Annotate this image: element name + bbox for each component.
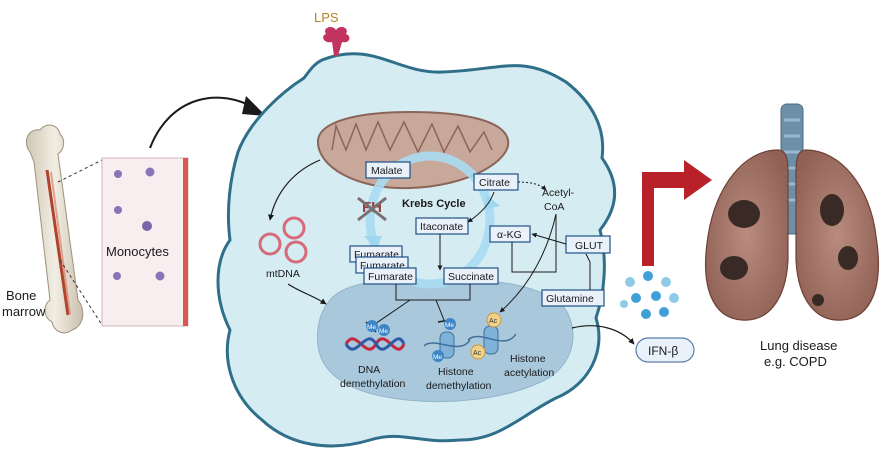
arrow-glutamine-link: [585, 253, 591, 290]
inhibit-fumarate: [395, 284, 471, 301]
bone-illustration: [25, 124, 84, 334]
svg-text:Fumarate: Fumarate: [368, 271, 413, 283]
glutamine-box: Glutamine: [541, 289, 605, 307]
svg-text:Malate: Malate: [371, 165, 403, 177]
red-arrow-to-lung: [642, 160, 712, 266]
methyl-tag-icon: [378, 324, 390, 336]
mtdna-label: mtDNA: [266, 268, 300, 280]
lps-receptor-icon: [323, 27, 350, 56]
monocytes-panel-edge: [183, 158, 188, 326]
arrow-monocytes-to-cell-head: [242, 96, 266, 116]
monocyte-cell: [114, 206, 122, 214]
histone-icon: [423, 331, 471, 359]
citrate-box: Citrate: [473, 173, 519, 191]
acetyl-tag-label: Ac: [489, 318, 498, 325]
lung-disease-label-line2: e.g. COPD: [764, 354, 827, 369]
methyl-tag-label: Me: [379, 328, 388, 335]
arrow-citrate-to-acetyl-coa: [517, 181, 547, 191]
arrow-alpha-kg-to-nucleus: [511, 214, 557, 273]
dna-demethylation-label-line2: demethylation: [340, 378, 406, 390]
lungs-illustration: [705, 103, 879, 321]
methyl-tag-icon: [366, 320, 378, 332]
methyl-tag-label: Me: [445, 322, 454, 329]
acetyl-coa-label-line1: Acetyl-: [542, 187, 575, 199]
zoom-line-top: [57, 159, 103, 183]
mtdna-circle: [282, 216, 306, 240]
krebs-cycle-label: Krebs Cycle: [402, 198, 466, 210]
svg-text:Itaconate: Itaconate: [420, 221, 463, 233]
monocytes-panel: [101, 157, 189, 327]
bone-marrow-label-line2: marrow: [2, 304, 46, 319]
acetyl-tag-icon: [486, 312, 502, 328]
monocyte-cell: [113, 272, 121, 280]
inhibit-line-dna: [371, 299, 411, 327]
histone-demethylation-label-line2: demethylation: [426, 380, 492, 392]
glut-box: GLUT: [565, 235, 611, 254]
svg-text:Glutamine: Glutamine: [546, 293, 594, 305]
arrow-mito-to-mtdna: [268, 159, 321, 221]
alpha-kg-box: α-KG: [489, 225, 531, 243]
histone-icon: [467, 325, 517, 355]
itaconate-box: Itaconate: [415, 217, 469, 235]
succinate-box: Succinate: [443, 267, 499, 285]
svg-text:α-KG: α-KG: [497, 229, 522, 241]
arrow-citrate-to-itaconate: [467, 191, 495, 223]
monocyte-cell: [145, 167, 155, 177]
arrow-nucleus-to-ifn: [571, 325, 635, 345]
bone-marrow-label-line1: Bone: [6, 288, 36, 303]
svg-text:Succinate: Succinate: [448, 271, 494, 283]
fh-cross-icon: [357, 196, 387, 222]
fumarate-box: Fumarate: [363, 267, 417, 285]
monocyte-cell: [155, 271, 165, 281]
svg-text:IFN-β: IFN-β: [648, 344, 678, 358]
mtdna-circle: [284, 240, 308, 264]
methyl-tag-icon: [444, 318, 456, 330]
krebs-cycle-ring: [365, 151, 495, 289]
methyl-tag-label: Me: [433, 354, 442, 361]
histone-demethylation-label-line1: Histone: [438, 366, 474, 378]
monocyte-cell: [114, 170, 122, 178]
monocyte-cell: [142, 221, 152, 231]
monocytes-label: Monocytes: [106, 244, 169, 259]
svg-text:GLUT: GLUT: [575, 240, 604, 252]
histone-acetylation-label-line1: Histone: [510, 353, 546, 365]
acetyl-tag-label: Ac: [473, 350, 482, 357]
malate-box: Malate: [365, 161, 411, 179]
dna-helix-icon: [344, 337, 406, 351]
ifn-molecules-icon: [620, 271, 679, 319]
methyl-tag-icon: [432, 350, 444, 362]
acetyl-tag-icon: [470, 344, 486, 360]
lps-label: LPS: [314, 10, 339, 25]
dna-demethylation-label-line1: DNA: [358, 364, 380, 376]
ifn-beta-badge: IFN-β: [635, 337, 695, 363]
inhibit-line-histone: [435, 299, 445, 321]
svg-text:Citrate: Citrate: [479, 177, 510, 189]
arrow-mtdna-to-nucleus: [287, 283, 327, 305]
zoom-line-bottom: [59, 259, 103, 326]
histone-acetylation-label-line2: acetylation: [504, 367, 554, 379]
acetyl-coa-label-line2: CoA: [544, 201, 564, 213]
arrow-acetyl-coa-to-nucleus: [499, 213, 557, 313]
methyl-tag-label: Me: [367, 324, 376, 331]
krebs-cycle-arrowhead: [484, 194, 500, 210]
mtdna-circle: [258, 232, 282, 256]
lung-disease-label-line1: Lung disease: [760, 338, 837, 353]
